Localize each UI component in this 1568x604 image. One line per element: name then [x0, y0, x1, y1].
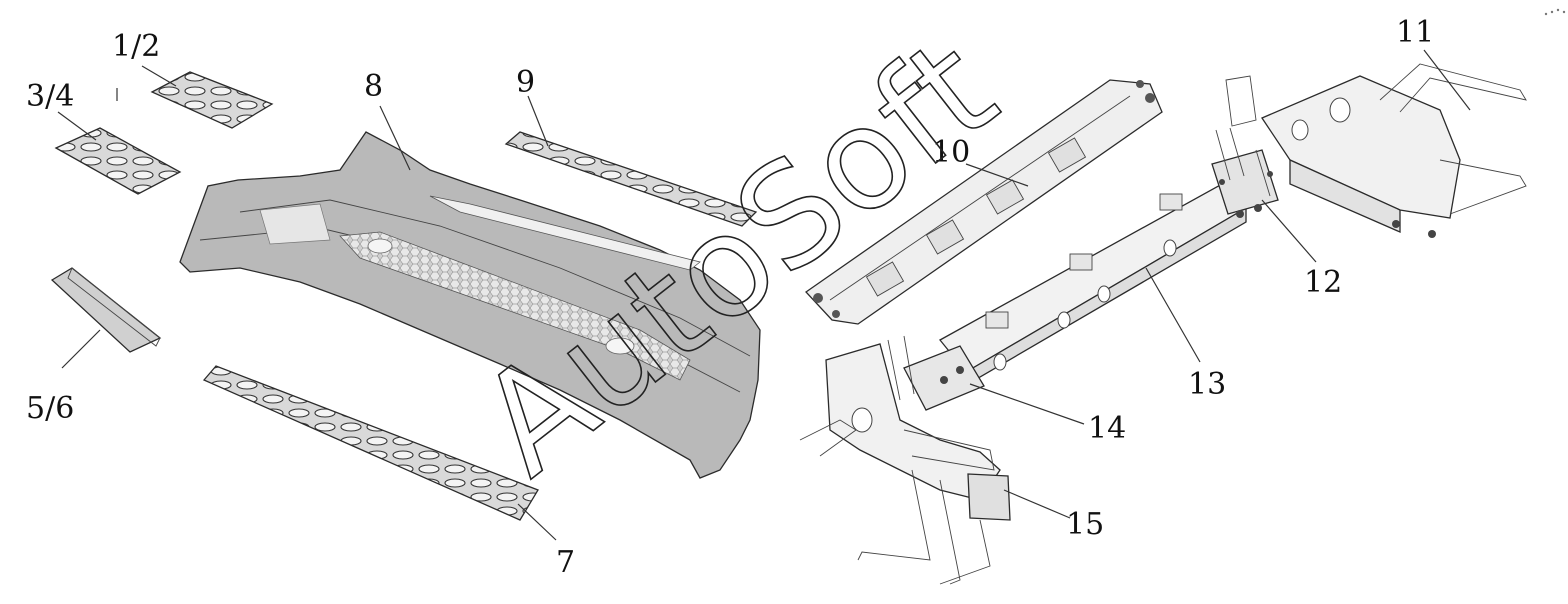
- mounting-bracket-11: [1225, 63, 1527, 238]
- crossbeam-13: [939, 183, 1248, 386]
- callout-8: 8: [364, 69, 383, 104]
- callout-5-6: 5/6: [26, 391, 74, 426]
- bracket-10: [805, 79, 1163, 325]
- lower-grille-7: [202, 365, 539, 521]
- bracket-bolts-14: [887, 335, 985, 411]
- leader-lines: [57, 49, 1471, 541]
- callout-3-4: 3/4: [26, 79, 74, 114]
- grille-insert-3-4: [54, 127, 182, 195]
- mounting-bracket-15: [799, 343, 1011, 585]
- callout-7: 7: [556, 545, 575, 580]
- callout-11: 11: [1396, 15, 1434, 50]
- callout-9: 9: [516, 65, 535, 100]
- callout-1-2: 1/2: [112, 29, 160, 64]
- lower-grille-opening: [339, 231, 691, 381]
- callout-13: 13: [1188, 367, 1226, 402]
- upper-grille-9: [504, 131, 758, 227]
- upper-grille-opening: [429, 195, 701, 271]
- callout-14: 14: [1088, 411, 1126, 446]
- fog-lamp-cover-5-6: [50, 267, 162, 353]
- bumper-cover-8: [179, 131, 761, 479]
- callout-15: 15: [1066, 507, 1104, 542]
- corner-specks: [1544, 8, 1566, 16]
- grille-insert-1-2: [150, 71, 274, 129]
- fastener-kit-12: [1211, 127, 1279, 218]
- callout-10: 10: [932, 135, 970, 170]
- callout-12: 12: [1304, 265, 1342, 300]
